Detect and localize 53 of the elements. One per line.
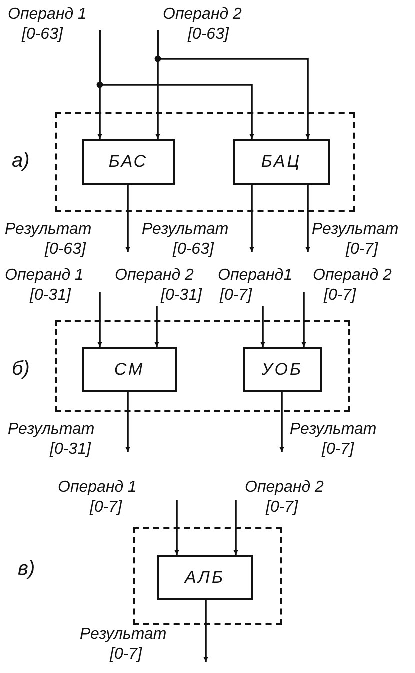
arrow [126,185,130,252]
part-label: а) [12,150,30,173]
signal-label: Результат [290,420,377,440]
block-box: УОБ [243,347,322,392]
range-label: [0-31] [161,286,202,306]
dashed-boundary [55,112,355,212]
range-label: [0-7] [324,286,356,306]
signal-label: Результат [80,625,167,645]
range-label: [0-31] [30,286,71,306]
range-label: [0-7] [90,498,122,518]
arrow [174,500,180,555]
signal-label: Операнд 1 [5,266,84,286]
signal-label: Операнд 2 [245,478,324,498]
block-box: БАС [82,139,175,185]
block-box: СМ [82,347,177,392]
range-label: [0-7] [322,440,354,460]
range-label: [0-63] [45,240,86,260]
range-label: [0-7] [346,240,378,260]
part-label: б) [12,358,30,381]
range-label: [0-7] [266,498,298,518]
signal-label: Результат [312,220,399,240]
arrow [250,185,254,252]
part-label: в) [18,558,36,581]
block-box: АЛБ [157,555,253,600]
arrow [99,30,254,139]
dashed-boundary [55,320,350,412]
signal-label: Операнд 2 [163,5,242,25]
range-label: [0-31] [50,440,91,460]
signal-label: Операнд 2 [115,266,194,286]
signal-label: Операнд 2 [313,266,392,286]
arrow [126,392,130,452]
range-label: [0-7] [220,286,252,306]
arrow [204,600,208,662]
signal-label: Операнд 1 [58,478,137,498]
signal-label: Операнд1 [218,266,292,286]
signal-label: Операнд 1 [8,5,87,25]
arrow [302,292,306,347]
arrow [98,292,102,347]
range-label: [0-63] [188,25,229,45]
signal-label: Результат [8,420,95,440]
arrow [280,392,284,452]
dashed-boundary [133,527,282,625]
arrow [157,30,310,139]
arrow [154,306,160,347]
arrow [306,185,310,252]
block-box: БАЦ [233,139,330,185]
range-label: [0-63] [22,25,63,45]
range-label: [0-7] [110,645,142,665]
signal-label: Результат [5,220,92,240]
signal-label: Результат [142,220,229,240]
arrow [234,500,238,555]
range-label: [0-63] [173,240,214,260]
arrow [260,306,266,347]
